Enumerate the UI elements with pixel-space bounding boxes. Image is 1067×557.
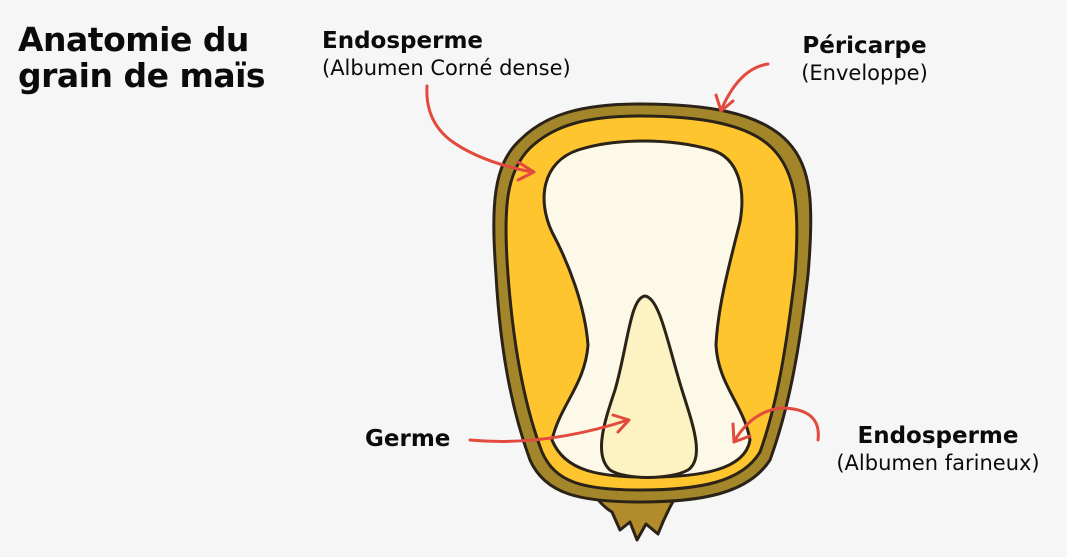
arrow-pericarp-head: [714, 93, 735, 113]
arrow-endosperm-bottom-head: [731, 422, 752, 444]
label-endosperm-floury-name: Endosperme: [857, 423, 1019, 449]
germ: [600, 294, 698, 479]
label-endosperm-horny-detail: (Albumen Corné dense): [322, 56, 571, 80]
label-endosperm-floury-detail: (Albumen farineux): [836, 451, 1040, 475]
label-endosperm-horny-name: Endosperme: [322, 28, 484, 54]
label-germ-name: Germe: [365, 426, 451, 452]
arrow-germ: [468, 418, 630, 443]
diagram-title: Anatomie du grain de maïs: [18, 20, 266, 95]
arrow-endosperm-bottom: [733, 406, 820, 442]
arrow-pericarp: [720, 62, 770, 110]
label-germ: Germe: [365, 426, 450, 453]
arrow-endosperm-top-head: [516, 160, 536, 182]
title-line-1: Anatomie du: [18, 20, 249, 59]
label-pericarp-name: Péricarpe: [802, 33, 927, 59]
title-line-2: grain de maïs: [18, 56, 266, 95]
label-pericarp-detail: (Enveloppe): [801, 61, 928, 85]
label-endosperm-horny: Endosperme (Albumen Corné dense): [322, 28, 571, 82]
arrow-germ-head: [611, 413, 631, 434]
label-pericarp: Péricarpe (Enveloppe): [792, 33, 937, 87]
arrow-endosperm-top: [425, 84, 534, 174]
label-endosperm-floury: Endosperme (Albumen farineux): [818, 423, 1058, 477]
